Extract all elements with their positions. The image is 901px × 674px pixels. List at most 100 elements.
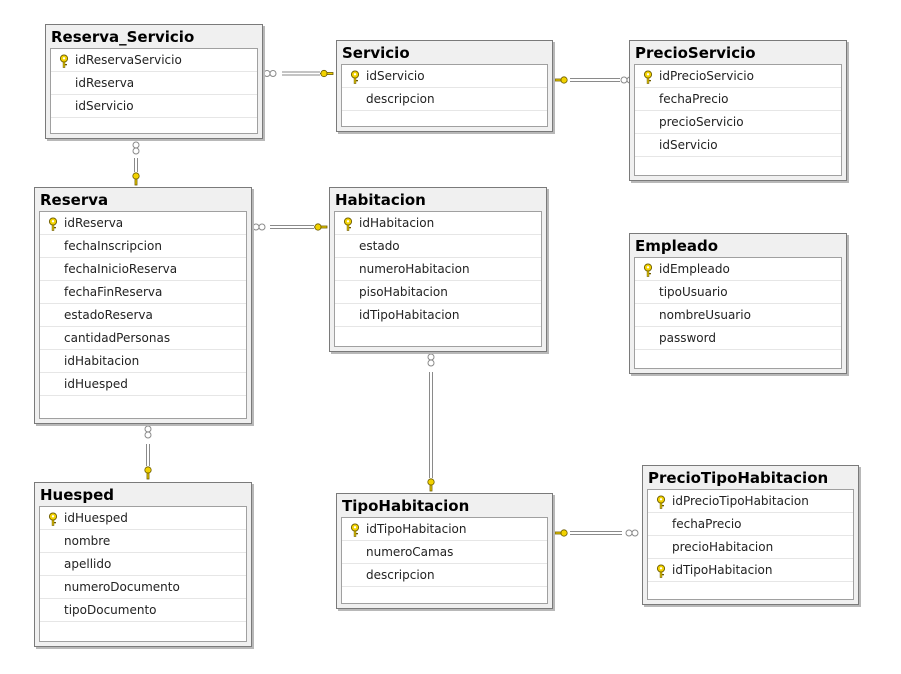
column-row[interactable]: fechaInicioReserva [40, 258, 246, 281]
column-row[interactable]: fechaFinReserva [40, 281, 246, 304]
column-row[interactable]: numeroHabitacion [335, 258, 541, 281]
column-list: idReserva fechaInscripcion fechaInicioRese… [39, 211, 247, 419]
column-name: idReservaServicio [75, 53, 182, 67]
table-precio-tipo-habitacion[interactable]: PrecioTipoHabitacion idPrecioTipoHabitaci… [642, 465, 859, 605]
column-row[interactable]: idServicio [51, 95, 257, 118]
column-name: tipoUsuario [659, 285, 728, 299]
column-row[interactable]: tipoDocumento [40, 599, 246, 622]
column-name: fechaFinReserva [64, 285, 163, 299]
column-row[interactable]: idServicio [342, 65, 547, 88]
column-row[interactable]: numeroCamas [342, 541, 547, 564]
column-row[interactable]: estado [335, 235, 541, 258]
key-icon [554, 76, 568, 84]
column-name: idServicio [659, 138, 718, 152]
table-title: Reserva [40, 191, 109, 209]
column-row[interactable]: cantidadPersonas [40, 327, 246, 350]
column-row[interactable]: nombreUsuario [635, 304, 841, 327]
table-title: Habitacion [335, 191, 426, 209]
table-title: Huesped [40, 486, 114, 504]
column-row[interactable]: fechaInscripcion [40, 235, 246, 258]
column-row[interactable]: idTipoHabitacion [342, 518, 547, 541]
column-row[interactable]: idHuesped [40, 373, 246, 396]
key-icon [554, 529, 568, 537]
column-name: numeroDocumento [64, 580, 180, 594]
column-row[interactable]: fechaPrecio [648, 513, 853, 536]
column-name: estado [359, 239, 400, 253]
column-name: nombreUsuario [659, 308, 751, 322]
column-row[interactable]: idTipoHabitacion [648, 559, 853, 582]
column-row[interactable]: precioHabitacion [648, 536, 853, 559]
column-row[interactable]: precioServicio [635, 111, 841, 134]
relationship-habitacion-tipohabitacion[interactable] [427, 353, 435, 478]
column-name: idTipoHabitacion [366, 522, 467, 536]
column-list: idEmpleado tipoUsuario nombreUsuario passwo… [634, 257, 842, 369]
relationship-reservaservicio-servicio[interactable] [263, 70, 332, 77]
column-row[interactable]: idReservaServicio [51, 49, 257, 72]
column-row[interactable]: descripcion [342, 564, 547, 587]
key-icon [655, 494, 667, 509]
key-icon [144, 466, 152, 480]
key-icon [427, 478, 435, 492]
column-row[interactable]: pisoHabitacion [335, 281, 541, 304]
column-name: idReserva [75, 76, 135, 90]
column-row[interactable]: password [635, 327, 841, 350]
column-name: pisoHabitacion [359, 285, 448, 299]
key-icon [342, 216, 354, 231]
column-row[interactable]: idTipoHabitacion [335, 304, 541, 327]
table-title: Reserva_Servicio [51, 28, 195, 46]
column-name: idPrecioServicio [659, 69, 754, 83]
column-name: fechaInscripcion [64, 239, 162, 253]
table-precio-servicio[interactable]: PrecioServicio idPrecioServicio fechaPreci… [629, 40, 847, 181]
column-row[interactable]: idPrecioTipoHabitacion [648, 490, 853, 513]
relationship-reserva-reservaservicio[interactable] [132, 141, 140, 172]
key-icon [642, 69, 654, 84]
table-tipo-habitacion[interactable]: TipoHabitacion idTipoHabitacion numeroCama… [336, 493, 553, 609]
table-servicio[interactable]: Servicio idServicio descripcion [336, 40, 553, 132]
column-name: estadoReserva [64, 308, 153, 322]
column-row[interactable]: idServicio [635, 134, 841, 157]
column-row[interactable]: idReserva [40, 212, 246, 235]
column-row[interactable]: idEmpleado [635, 258, 841, 281]
column-row[interactable]: idReserva [51, 72, 257, 95]
table-title: Servicio [342, 44, 410, 62]
column-name: numeroCamas [366, 545, 454, 559]
key-icon [58, 53, 70, 68]
key-icon [320, 69, 334, 78]
table-title: TipoHabitacion [342, 497, 470, 515]
table-title: PrecioServicio [635, 44, 756, 62]
column-row[interactable]: idHabitacion [335, 212, 541, 235]
key-icon [349, 69, 361, 84]
column-row[interactable]: nombre [40, 530, 246, 553]
column-row[interactable]: idPrecioServicio [635, 65, 841, 88]
table-reserva[interactable]: Reserva idReserva fechaInscripcion fechaIni… [34, 187, 252, 424]
column-row[interactable]: numeroDocumento [40, 576, 246, 599]
column-list: idServicio descripcion [341, 64, 548, 127]
column-row[interactable]: apellido [40, 553, 246, 576]
relationship-tipohabitacion-preciotipohabitacion[interactable] [556, 529, 639, 537]
key-icon [314, 223, 328, 231]
relationship-reserva-huesped[interactable] [144, 425, 152, 466]
column-row[interactable]: estadoReserva [40, 304, 246, 327]
table-reserva-servicio[interactable]: Reserva_Servicio idReservaServicio idReser… [45, 24, 263, 139]
key-icon [349, 522, 361, 537]
table-habitacion[interactable]: Habitacion idHabitacion estado numeroHabita… [329, 187, 547, 352]
column-name: fechaPrecio [659, 92, 729, 106]
column-name: apellido [64, 557, 112, 571]
column-name: idEmpleado [659, 262, 730, 276]
column-row[interactable]: idHuesped [40, 507, 246, 530]
column-row[interactable]: fechaPrecio [635, 88, 841, 111]
column-row[interactable]: tipoUsuario [635, 281, 841, 304]
key-icon [47, 216, 59, 231]
table-title: PrecioTipoHabitacion [648, 469, 829, 487]
column-row[interactable]: idHabitacion [40, 350, 246, 373]
column-row[interactable]: descripcion [342, 88, 547, 111]
column-name: tipoDocumento [64, 603, 157, 617]
column-name: idPrecioTipoHabitacion [672, 494, 809, 508]
key-icon [47, 511, 59, 526]
column-name: descripcion [366, 92, 435, 106]
relationship-reserva-habitacion[interactable] [252, 223, 326, 231]
